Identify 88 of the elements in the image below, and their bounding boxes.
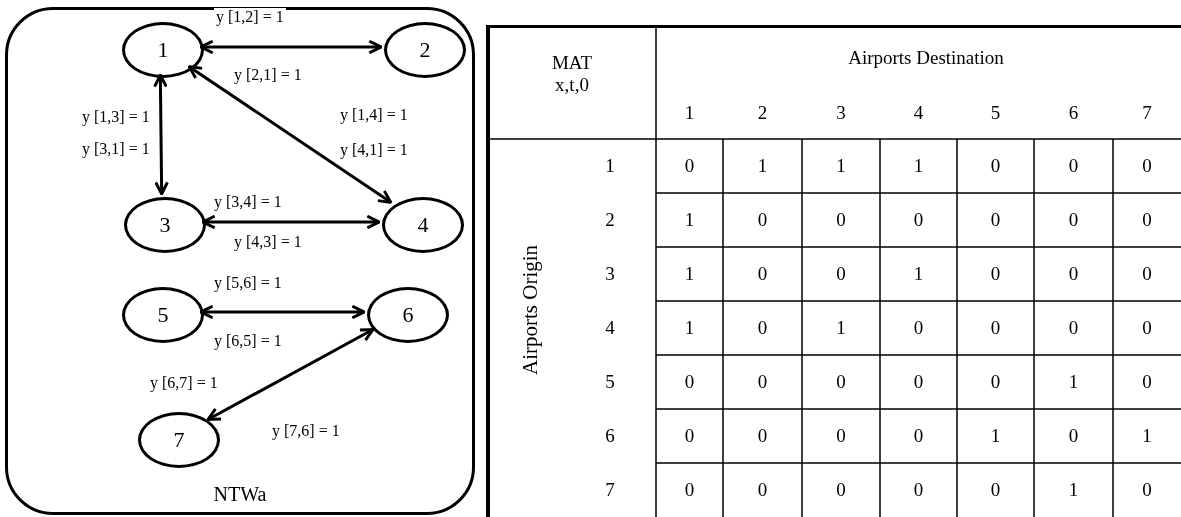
matrix-value: 0 xyxy=(756,262,769,286)
matrix-value: 0 xyxy=(912,424,925,448)
row-header: 4 xyxy=(604,316,616,340)
node-ellipse: 7 xyxy=(138,412,220,468)
matrix-value: 0 xyxy=(683,424,696,448)
variable-label: y [4,1] = 1 xyxy=(338,141,410,159)
matrix-value: 0 xyxy=(1067,262,1080,286)
edge-label: y [3,4] = 1 xyxy=(212,193,284,211)
matrix-value: 0 xyxy=(683,478,696,502)
edge-label: y [1,2] = 1 xyxy=(214,8,286,26)
matrix-value: 0 xyxy=(683,370,696,394)
matrix-value: 0 xyxy=(989,262,1002,286)
matrix-value: 1 xyxy=(1067,478,1080,502)
matrix-value: 0 xyxy=(835,424,847,448)
node-ellipse: 2 xyxy=(384,22,466,78)
row-header: 2 xyxy=(604,208,616,232)
matrix-value: 0 xyxy=(1067,424,1080,448)
node-ellipse: 3 xyxy=(124,197,206,253)
matrix-value: 1 xyxy=(989,424,1002,448)
row-group-header: Airports Origin xyxy=(517,243,543,378)
column-group-header: Airports Destination xyxy=(847,46,1005,70)
matrix-value: 0 xyxy=(1067,208,1080,232)
matrix-value: 0 xyxy=(912,316,925,340)
column-header: 3 xyxy=(835,101,847,125)
matrix-value: 0 xyxy=(756,208,769,232)
column-header: 7 xyxy=(1141,101,1153,125)
node-ellipse: 1 xyxy=(122,22,204,78)
column-header: 1 xyxy=(683,101,696,125)
column-header: 6 xyxy=(1067,101,1080,125)
matrix-value: 0 xyxy=(835,208,847,232)
matrix-value: 0 xyxy=(756,478,769,502)
matrix-value: 1 xyxy=(912,262,925,286)
matrix-value: 1 xyxy=(683,262,696,286)
matrix-value: 0 xyxy=(912,478,925,502)
matrix-value: 1 xyxy=(912,154,925,178)
row-header: 5 xyxy=(604,370,616,394)
edge-label: y [5,6] = 1 xyxy=(212,274,284,292)
matrix-value: 0 xyxy=(989,478,1002,502)
double-arrow xyxy=(187,65,393,204)
edge-label: y [6,7] = 1 xyxy=(148,374,220,392)
node-ellipse: 5 xyxy=(122,287,204,343)
matrix-value: 0 xyxy=(912,370,925,394)
matrix-value: 0 xyxy=(1141,478,1153,502)
matrix-value: 0 xyxy=(756,424,769,448)
double-arrow xyxy=(206,328,375,421)
node-ellipse: 6 xyxy=(367,287,449,343)
matrix-value: 0 xyxy=(1067,316,1080,340)
matrix-value: 0 xyxy=(835,262,847,286)
matrix-value: 1 xyxy=(835,154,847,178)
matrix-value: 0 xyxy=(1141,208,1153,232)
row-header: 7 xyxy=(604,478,616,502)
row-header: 3 xyxy=(604,262,616,286)
matrix-value: 0 xyxy=(989,208,1002,232)
matrix-value: 0 xyxy=(1141,262,1153,286)
node-ellipse: 4 xyxy=(382,197,464,253)
matrix-value: 0 xyxy=(683,154,696,178)
matrix-value: 0 xyxy=(989,370,1002,394)
matrix-value: 1 xyxy=(683,208,696,232)
variable-label: y [3,1] = 1 xyxy=(80,140,152,158)
variable-label: y [4,3] = 1 xyxy=(232,233,304,251)
matrix-value: 0 xyxy=(1141,370,1153,394)
matrix-title: MAT x,t,0 xyxy=(550,51,594,97)
matrix-value: 0 xyxy=(756,370,769,394)
matrix-value: 0 xyxy=(989,154,1002,178)
panel-title: NTWa xyxy=(213,483,267,506)
row-header: 6 xyxy=(604,424,616,448)
matrix-value: 0 xyxy=(756,316,769,340)
variable-label: y [6,5] = 1 xyxy=(212,332,284,350)
row-header: 1 xyxy=(604,154,616,178)
matrix-value: 0 xyxy=(835,478,847,502)
column-header: 2 xyxy=(756,101,769,125)
matrix-value: 0 xyxy=(1067,154,1080,178)
matrix-value: 1 xyxy=(1067,370,1080,394)
matrix-value: 0 xyxy=(835,370,847,394)
edge-label: y [1,3] = 1 xyxy=(80,108,152,126)
matrix-value: 1 xyxy=(756,154,769,178)
variable-label: y [2,1] = 1 xyxy=(232,66,304,84)
variable-label: y [7,6] = 1 xyxy=(270,422,342,440)
matrix-value: 0 xyxy=(912,208,925,232)
column-header: 4 xyxy=(912,101,925,125)
column-header: 5 xyxy=(989,101,1002,125)
matrix-value: 0 xyxy=(989,316,1002,340)
matrix-value: 1 xyxy=(683,316,696,340)
matrix-value: 1 xyxy=(835,316,847,340)
matrix-value: 0 xyxy=(1141,316,1153,340)
matrix-value: 0 xyxy=(1141,154,1153,178)
matrix-value: 1 xyxy=(1141,424,1153,448)
edge-label: y [1,4] = 1 xyxy=(338,106,410,124)
